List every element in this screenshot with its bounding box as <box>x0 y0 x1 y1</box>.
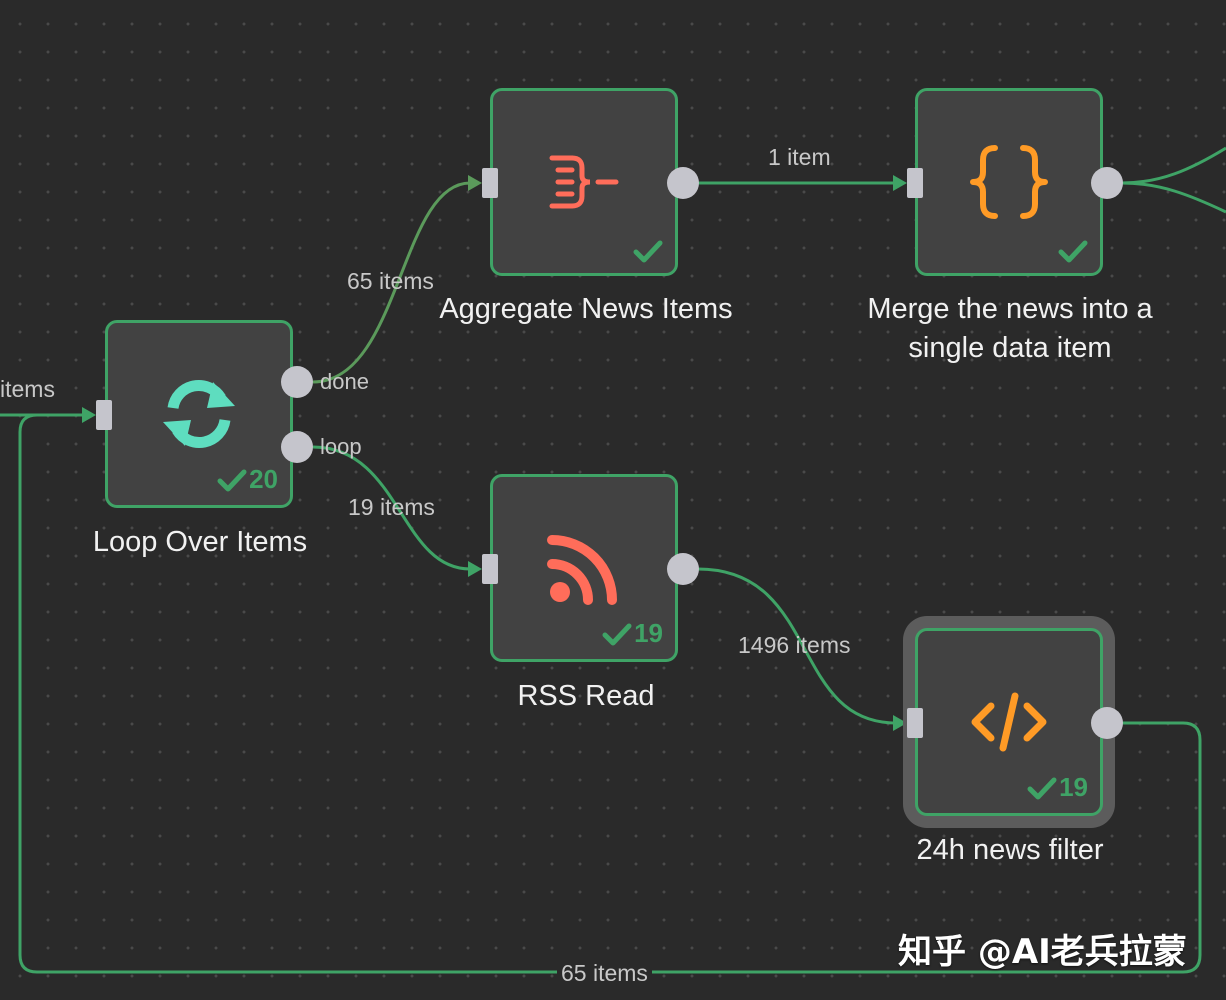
refresh-icon <box>163 380 235 448</box>
edge-label-done-to-aggregate: 65 items <box>347 268 434 294</box>
arrow-into-merge <box>893 175 907 191</box>
node-label-merge-line2: single data item <box>908 332 1112 364</box>
aggregate-output-handle[interactable] <box>667 167 699 199</box>
node-rss-read[interactable]: 19 <box>490 474 678 662</box>
incoming-edge-label: items <box>0 376 55 402</box>
run-count: 20 <box>249 464 278 494</box>
check-icon <box>1027 777 1057 799</box>
code-icon <box>971 692 1047 752</box>
arrow-into-loop <box>82 407 96 423</box>
run-count: 19 <box>634 618 663 648</box>
check-icon <box>633 240 663 263</box>
run-count: 19 <box>1059 772 1088 802</box>
node-merge-news[interactable] <box>915 88 1103 276</box>
loop-input-handle[interactable] <box>96 400 112 430</box>
output-label-done: done <box>320 369 369 394</box>
arrow-into-filter <box>893 715 907 731</box>
watermark: 知乎 @AI老兵拉蒙 <box>898 932 1187 972</box>
edge-done-to-aggregate[interactable] <box>312 181 471 384</box>
edge-merge-outgoing-2[interactable] <box>1121 181 1226 214</box>
node-label-merge-line1: Merge the news into a <box>867 293 1153 325</box>
edge-rss-to-filter[interactable] <box>697 567 897 725</box>
check-icon <box>1058 240 1088 263</box>
node-aggregate-news-items[interactable] <box>490 88 678 276</box>
aggregate-icon <box>549 155 619 209</box>
node-label-filter: 24h news filter <box>916 834 1104 866</box>
filter-input-handle[interactable] <box>907 708 923 738</box>
edge-label-aggregate-to-merge: 1 item <box>768 144 831 170</box>
node-label-merge: Merge the news into a single data item <box>867 290 1152 368</box>
aggregate-input-handle[interactable] <box>482 168 498 198</box>
success-status: 19 <box>602 618 663 649</box>
node-label-aggregate: Aggregate News Items <box>439 293 733 325</box>
check-icon <box>602 623 632 645</box>
rss-icon <box>547 535 617 605</box>
loop-loop-output-handle[interactable] <box>281 431 313 463</box>
success-status: 20 <box>217 464 278 495</box>
edge-label-rss-to-filter: 1496 items <box>738 632 851 658</box>
success-status <box>633 239 663 263</box>
output-label-loop: loop <box>320 434 362 459</box>
node-label-loop: Loop Over Items <box>92 526 308 558</box>
success-status <box>1058 239 1088 263</box>
node-24h-news-filter[interactable]: 19 <box>915 628 1103 816</box>
braces-icon <box>970 145 1048 219</box>
check-icon <box>217 469 247 491</box>
edge-label-filter-back-to-loop: 65 items <box>557 960 652 987</box>
filter-output-handle[interactable] <box>1091 707 1123 739</box>
node-loop-over-items[interactable]: 20 <box>105 320 293 508</box>
merge-input-handle[interactable] <box>907 168 923 198</box>
merge-output-handle[interactable] <box>1091 167 1123 199</box>
rss-input-handle[interactable] <box>482 554 498 584</box>
edge-merge-outgoing-1[interactable] <box>1121 146 1226 185</box>
arrow-into-aggregate <box>468 175 482 191</box>
arrow-into-rss <box>468 561 482 577</box>
loop-done-output-handle[interactable] <box>281 366 313 398</box>
edge-label-loop-to-rss: 19 items <box>348 494 435 520</box>
edge-loop-to-rss[interactable] <box>312 445 471 571</box>
node-label-rss: RSS Read <box>517 680 655 712</box>
success-status: 19 <box>1027 772 1088 803</box>
rss-output-handle[interactable] <box>667 553 699 585</box>
